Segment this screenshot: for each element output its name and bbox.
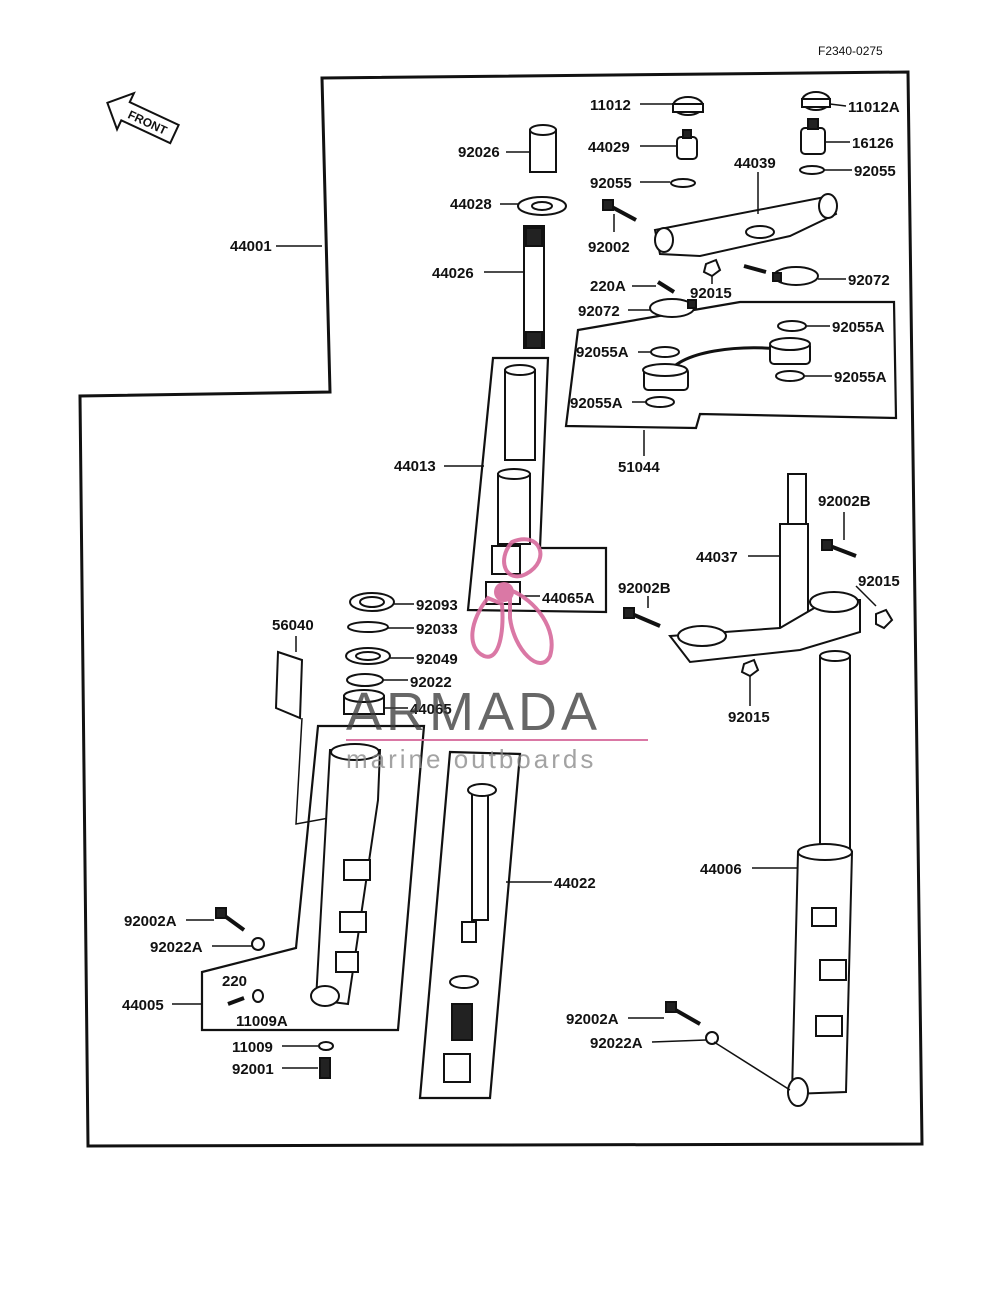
label-92022A-right: 92022A [590,1035,643,1052]
cap-11012A [801,91,831,111]
label-51044: 51044 [618,459,660,476]
label-44029: 44029 [588,139,630,156]
label-44001: 44001 [230,238,272,255]
o-ring-92055-left [670,178,696,188]
label-92055-right: 92055 [854,163,896,180]
label-11009A: 11009A [236,1013,288,1030]
bolt-92002 [602,199,637,222]
label-92001: 92001 [232,1061,274,1078]
bolt-92001 [319,1057,331,1079]
label-92015-mid: 92015 [728,709,770,726]
label-56040: 56040 [272,617,314,634]
reflector-56040 [274,650,304,720]
adjuster-44029 [676,129,698,160]
label-92002: 92002 [588,239,630,256]
label-92015-right: 92015 [858,573,900,590]
label-92026: 92026 [458,144,500,161]
label-44065A: 44065A [542,590,595,607]
watermark-logo: ARMADA marine outboards [346,537,648,774]
damper-44022 [443,783,497,1083]
label-92055A-l2: 92055A [570,395,623,412]
o-ring-92055A-tr [777,320,807,332]
label-220A: 220A [590,278,626,295]
label-44013: 44013 [394,458,436,475]
seal-92093 [349,592,395,612]
washer-92049 [345,647,391,665]
label-44065: 44065 [410,701,452,718]
label-92055A-r2: 92055A [834,369,887,386]
label-44006: 44006 [700,861,742,878]
washer-92022A-right [705,1031,719,1045]
label-92055-left: 92055 [590,175,632,192]
label-44028: 44028 [450,196,492,213]
nut-92015-mid [740,658,760,678]
fork-leg-44006 [787,650,854,1107]
label-92015-top: 92015 [690,285,732,302]
bolt-92002A-right [665,1001,701,1026]
watermark-tagline: marine outboards [346,744,596,774]
washer-44028 [517,196,567,216]
label-92055A-tr: 92055A [832,319,885,336]
front-arrow: FRONT [106,91,180,145]
outer-tube-44005 [310,743,382,1007]
clamp-92072-right [772,266,819,286]
bracket-frame-44005 [200,724,426,1032]
cap-11012 [672,96,704,116]
clamp-92072-left [649,298,697,318]
label-92022A-left: 92022A [150,939,203,956]
inner-tube-44013 [485,364,536,605]
clip-92033 [347,621,389,633]
label-44022: 44022 [554,875,596,892]
assembly-frame-44001 [78,70,924,1148]
label-92093: 92093 [416,597,458,614]
label-92002B-right: 92002B [818,493,871,510]
spacer-92026 [529,124,557,173]
bracket-frame-44013 [466,356,608,614]
adjuster-16126 [800,118,826,155]
nut-92015-right [875,608,894,630]
label-92072-right: 92072 [848,272,890,289]
upper-bracket-44039 [653,193,838,258]
screw-220A [656,280,676,294]
o-ring-92055A-l1 [650,346,680,358]
washer-92022A-left [251,937,265,951]
label-11012: 11012 [590,97,631,114]
label-16126: 16126 [852,135,894,152]
bolt-92002B-left [623,607,661,628]
leader-lines [172,103,877,1069]
handlebar-51044 [642,337,811,391]
label-44005: 44005 [122,997,164,1014]
steering-stem-44037 [668,473,861,664]
damper-rod-44026 [523,225,545,349]
label-92002A-left: 92002A [124,913,177,930]
screw-220 [227,996,245,1006]
diagram-code: F2340-0275 [818,44,883,58]
label-92022: 92022 [410,674,452,691]
bolt-92002A-left [215,907,246,932]
o-ring-92055-right [799,165,825,175]
label-92002B-left: 92002B [618,580,671,597]
bolt-92002B-right [821,539,857,558]
washer-11009A [252,989,264,1003]
label-220: 220 [222,973,247,990]
watermark-brand: ARMADA [346,682,601,742]
bushing-44065 [343,689,385,715]
o-ring-92055A-l2 [645,396,675,408]
label-92055A-l1: 92055A [576,344,629,361]
label-92049: 92049 [416,651,458,668]
label-11009: 11009 [232,1039,273,1056]
label-92033: 92033 [416,621,458,638]
label-44026: 44026 [432,265,474,282]
washer-11009 [318,1041,334,1051]
nut-92015-top [702,258,722,278]
o-ring-92055A-r2 [775,370,805,382]
label-92002A-right: 92002A [566,1011,619,1028]
label-44039: 44039 [734,155,776,172]
bracket-frame-44022 [418,750,522,1100]
bracket-frame-51044 [564,300,898,430]
label-11012A: 11012A [848,99,900,116]
label-44037: 44037 [696,549,738,566]
label-92072-left: 92072 [578,303,620,320]
